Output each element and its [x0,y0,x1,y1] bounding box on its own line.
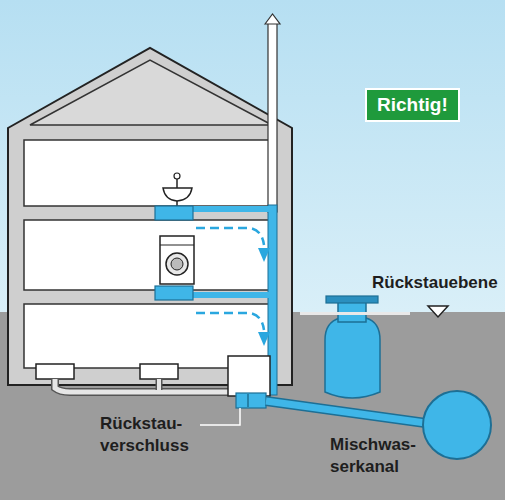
basement-pipe [55,379,236,392]
attic [30,60,272,125]
backflow-valve [228,356,270,408]
flow-arrow [196,228,264,330]
arrowhead [258,248,270,262]
trap [155,206,193,220]
floor-drain [36,364,74,379]
upper-room [24,140,272,206]
arrowhead [258,332,270,346]
sewer-pipe-section [423,391,491,459]
sewer-label: Mischwas- serkanal [330,434,422,478]
lifting-station [325,296,380,398]
vent-cap [265,14,280,24]
verdict-badge: Richtig! [365,88,460,122]
level-label: Rückstauebene [372,272,498,294]
middle-room [24,220,272,290]
trap [155,286,193,300]
leader-line [200,408,240,425]
floor-drain [140,364,178,379]
house-shell [8,48,292,385]
washbasin [163,173,192,206]
sky [0,0,505,312]
badge-text: Richtig! [377,94,448,116]
sewer-pipe [266,401,440,425]
branch-pipe [190,206,270,212]
vent-pipe [268,22,277,212]
level-line [300,312,410,315]
washing-machine [160,236,194,284]
level-triangle [428,306,448,317]
branch-pipe [190,292,270,298]
basement-pipe [55,379,236,392]
valve-label: Rückstau- verschluss [100,413,200,457]
sewer-pipe [266,401,440,425]
